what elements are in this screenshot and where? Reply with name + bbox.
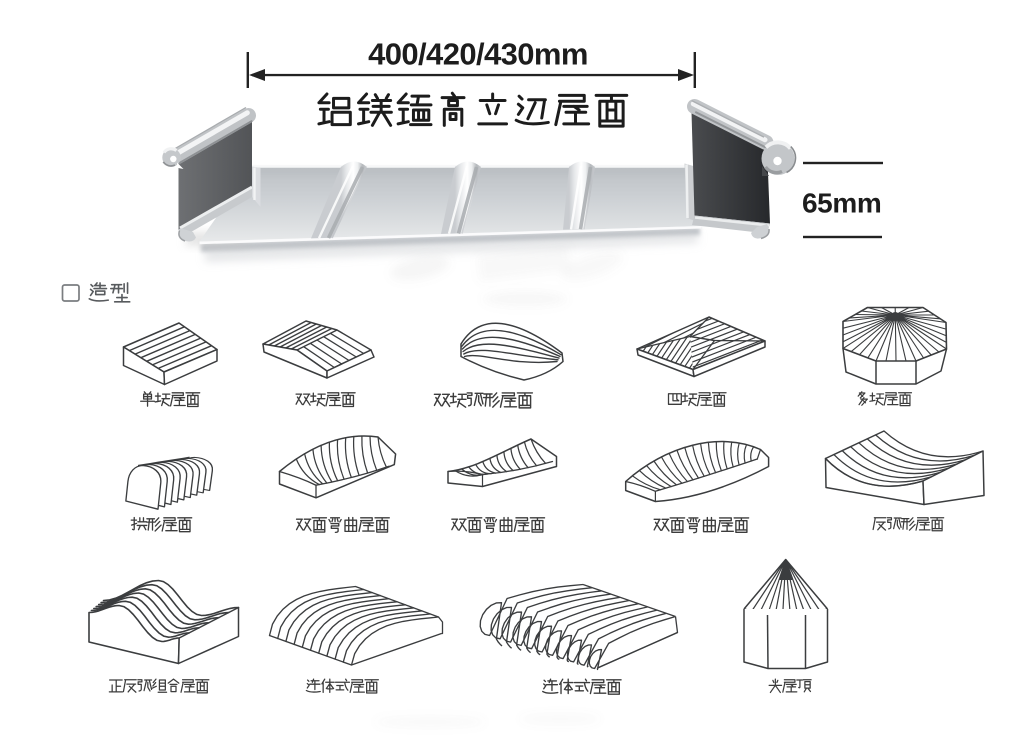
svg-text:400/420/430mm: 400/420/430mm: [368, 37, 588, 72]
svg-text:65mm: 65mm: [802, 188, 881, 219]
